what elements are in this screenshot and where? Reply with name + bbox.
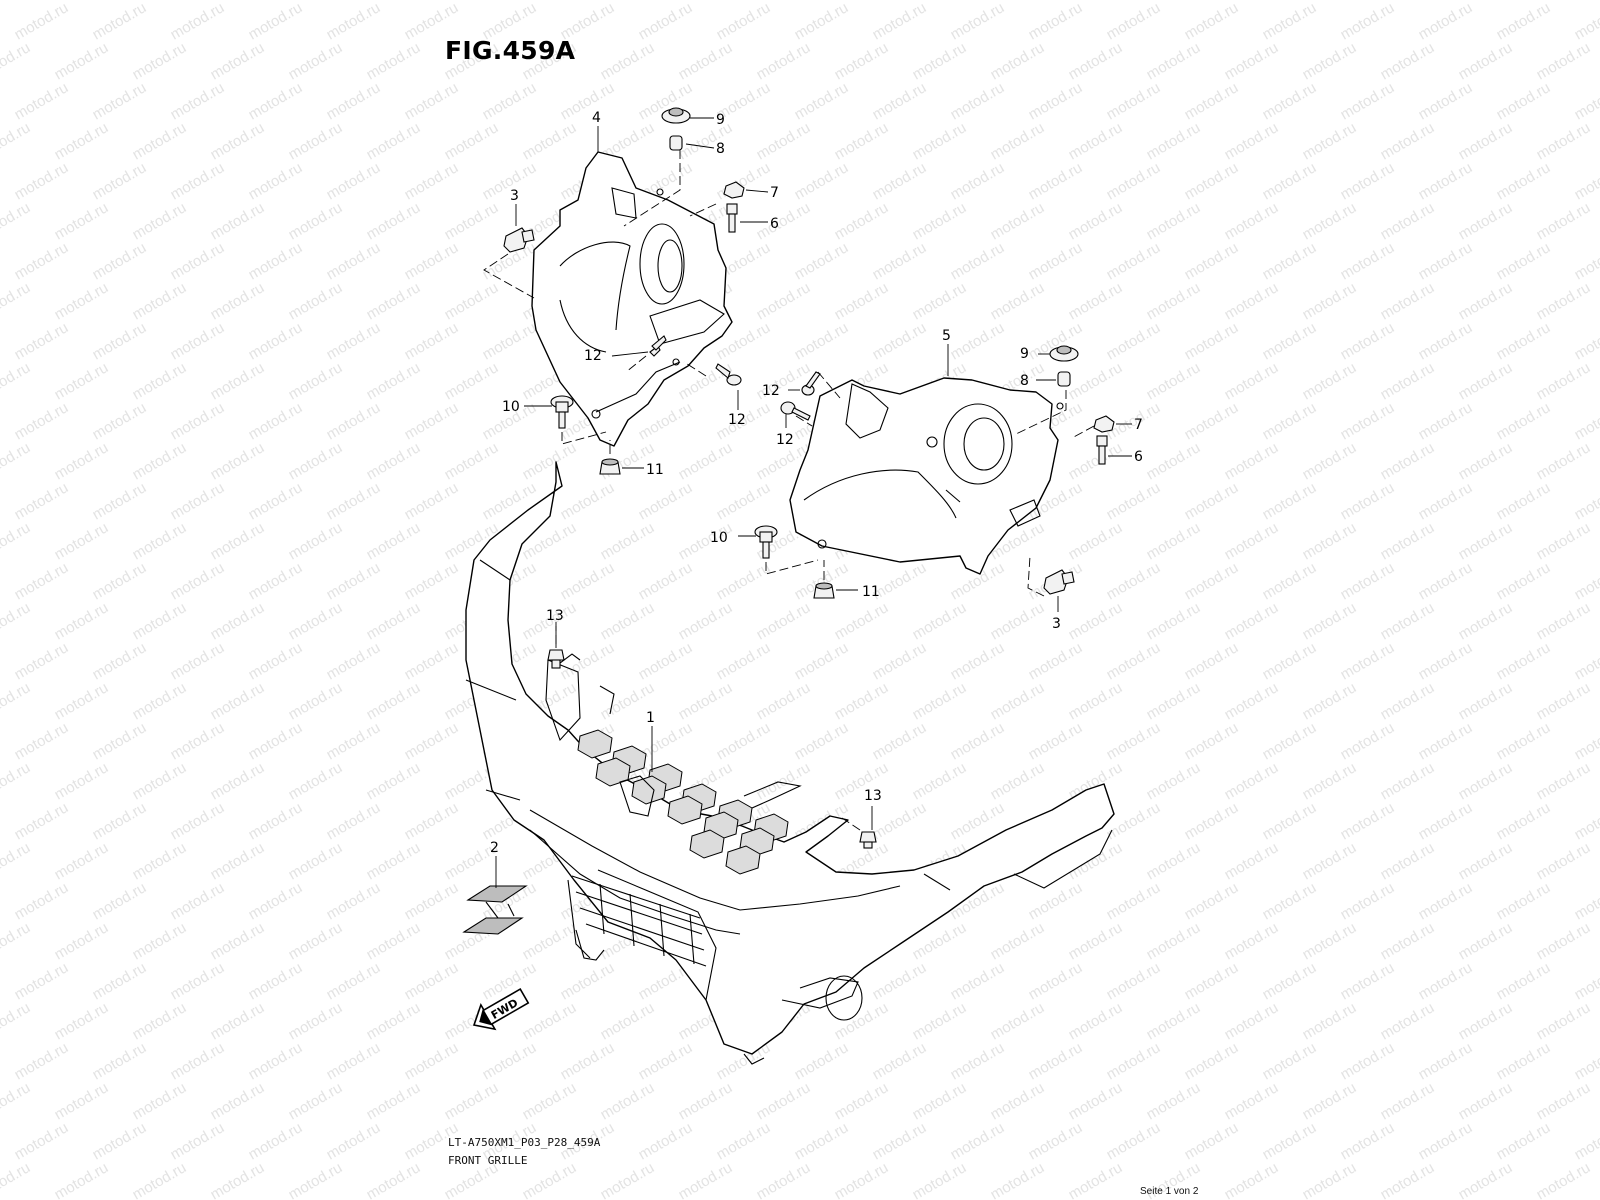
bolt-10-right xyxy=(754,525,778,559)
screw-13-top xyxy=(547,649,565,669)
screw-12-right-a xyxy=(801,371,821,396)
model-code: LT-A750XM1_P03_P28_459A xyxy=(448,1136,601,1149)
callout-10-right: 10 xyxy=(710,530,728,546)
nut-11-right xyxy=(813,582,835,599)
screw-13-right xyxy=(859,831,877,849)
callout-5: 5 xyxy=(942,328,951,344)
front-grille-assembly xyxy=(465,461,1115,1065)
callout-12-right-a: 12 xyxy=(762,383,780,399)
callout-2: 2 xyxy=(490,840,499,856)
callout-4: 4 xyxy=(592,110,601,126)
callout-13-right: 13 xyxy=(864,788,882,804)
callout-10-left: 10 xyxy=(502,399,520,415)
cushion-9-left xyxy=(661,107,691,124)
page-indicator: Seite 1 von 2 xyxy=(1140,1186,1199,1197)
callout-8-left: 8 xyxy=(716,141,725,157)
grommet-8-left xyxy=(669,135,683,151)
bolt-10-left xyxy=(550,395,574,429)
leader-lines xyxy=(495,117,1132,888)
bolt-6-left xyxy=(726,203,738,233)
callout-6-right: 6 xyxy=(1134,449,1143,465)
figure-title: FIG.459A xyxy=(445,36,576,65)
callout-11-left: 11 xyxy=(646,462,664,478)
nut-11-left xyxy=(599,458,621,475)
clip-3-right xyxy=(1043,569,1075,595)
callout-9-right: 9 xyxy=(1020,346,1029,362)
lower-mesh xyxy=(571,875,707,967)
callout-7-right: 7 xyxy=(1134,417,1143,433)
right-headlight-cover xyxy=(789,377,1064,575)
nut-7-left xyxy=(723,181,745,199)
callout-12-left-b: 12 xyxy=(728,412,746,428)
callout-7-left: 7 xyxy=(770,185,779,201)
screw-12-left-a xyxy=(649,335,667,357)
callout-12-left-a: 12 xyxy=(584,348,602,364)
cushion-9-right xyxy=(1049,345,1079,362)
clip-3-left xyxy=(503,227,535,253)
fwd-arrow: FWD xyxy=(472,987,530,1031)
callout-13-top: 13 xyxy=(546,608,564,624)
emblem xyxy=(462,885,528,935)
figure-name: FRONT GRILLE xyxy=(448,1154,528,1167)
callout-3-left: 3 xyxy=(510,188,519,204)
callout-11-right: 11 xyxy=(862,584,880,600)
left-headlight-cover xyxy=(531,151,733,447)
nut-7-right xyxy=(1093,415,1115,433)
callout-8-right: 8 xyxy=(1020,373,1029,389)
screw-12-right-b xyxy=(780,401,811,421)
callout-6-left: 6 xyxy=(770,216,779,232)
upper-mesh xyxy=(577,729,789,875)
callout-9-left: 9 xyxy=(716,112,725,128)
callout-1: 1 xyxy=(646,710,655,726)
screw-12-left-b xyxy=(715,363,742,386)
bolt-6-right xyxy=(1096,435,1108,465)
grommet-8-right xyxy=(1057,371,1071,387)
callout-12-right-b: 12 xyxy=(776,432,794,448)
callout-3-right: 3 xyxy=(1052,616,1061,632)
callout-numbers: 4 9 8 7 6 3 12 12 10 11 5 9 8 7 6 12 12 … xyxy=(490,110,1143,856)
